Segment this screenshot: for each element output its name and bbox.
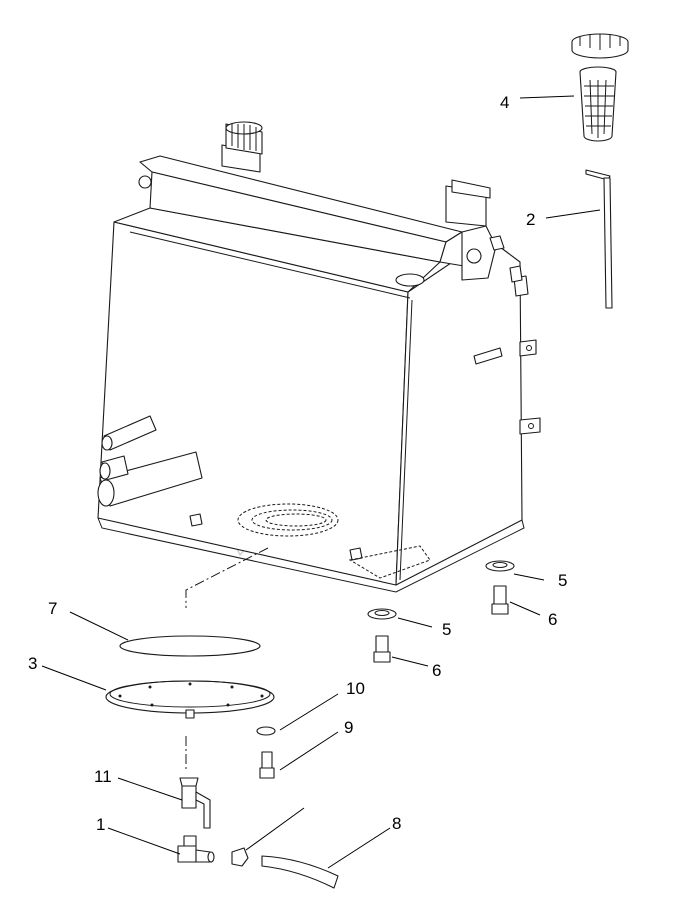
part-2-dipstick (585, 169, 613, 309)
leader-lines (41, 95, 601, 869)
part-7-gasket (119, 635, 261, 657)
callout-labels: 4 2 5 6 5 6 7 3 10 9 11 1 8 (28, 93, 567, 834)
assembly-centerline (185, 547, 269, 770)
part-5-washer-upper (485, 560, 515, 572)
bottom-opening-dashed (237, 503, 339, 537)
tank-top-opening (395, 273, 425, 287)
part-6-bolt-lower (373, 635, 391, 663)
callout-8: 8 (392, 814, 401, 833)
part-8-hose (261, 855, 339, 889)
callout-1: 1 (96, 815, 105, 834)
part-3-cover-plate (105, 680, 275, 719)
part-10-washer (256, 726, 276, 736)
callout-10: 10 (346, 679, 365, 698)
callout-9: 9 (344, 718, 353, 737)
callout-5-lower: 5 (442, 620, 451, 639)
callout-11: 11 (94, 767, 112, 786)
hose-nut (231, 847, 249, 867)
callout-5-upper: 5 (558, 571, 567, 590)
part-9-bolt (259, 751, 275, 779)
callout-6-lower: 6 (432, 661, 441, 680)
side-pipes (97, 415, 203, 507)
callout-4: 4 (500, 93, 509, 112)
part-6-bolt-upper (491, 585, 509, 615)
breather-neck (445, 179, 491, 227)
callout-2: 2 (526, 210, 535, 229)
callout-3: 3 (28, 654, 37, 673)
tank-side-face (395, 237, 523, 586)
part-5-washer-lower (367, 608, 397, 620)
callout-7: 7 (48, 599, 57, 618)
hydraulic-tank (97, 121, 541, 593)
filler-neck-left (221, 121, 263, 173)
callout-6-upper: 6 (548, 610, 557, 629)
part-11-fitting (179, 777, 211, 829)
part-1-elbow (177, 835, 215, 863)
part-4-filler-strainer (571, 33, 629, 142)
